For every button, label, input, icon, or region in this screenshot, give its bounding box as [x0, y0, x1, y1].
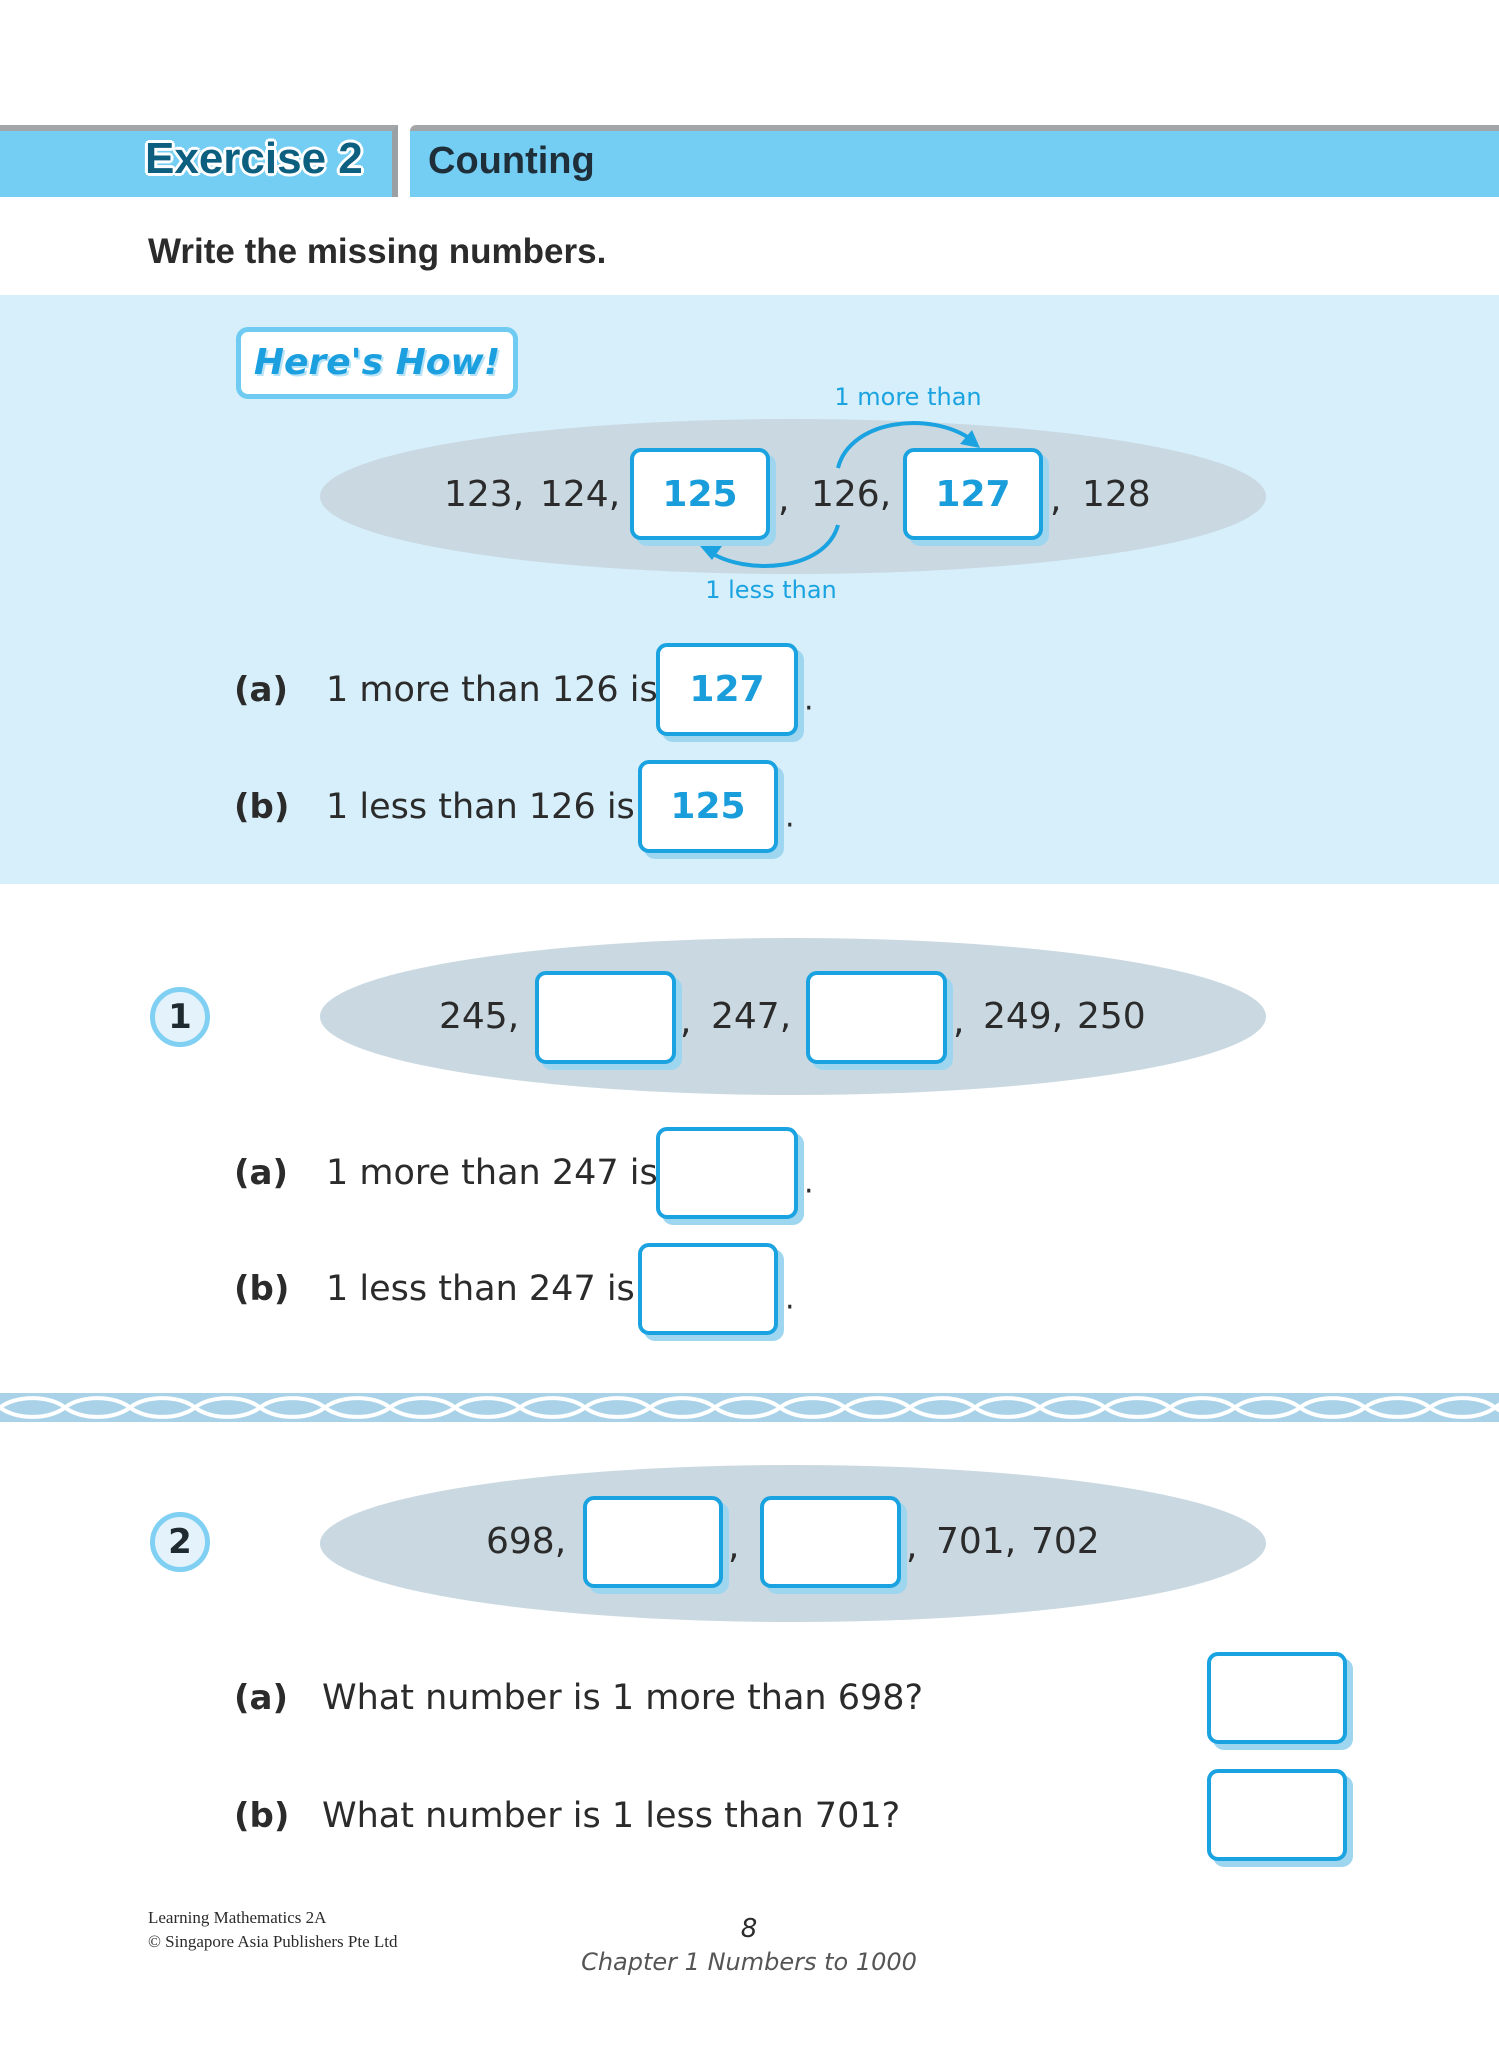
- arrows-icon: [700, 421, 980, 568]
- topic-title: Counting: [428, 140, 595, 182]
- example-answer-box: 127: [903, 448, 1043, 540]
- q1-b-answer-box[interactable]: [638, 1243, 778, 1335]
- heres-how-label: Here's How!: [253, 342, 501, 383]
- q1-blank-box-2[interactable]: [806, 971, 947, 1064]
- period: .: [785, 799, 795, 835]
- question-2-number: 2: [150, 1512, 210, 1572]
- part-a-label: (a): [234, 1153, 289, 1193]
- sequence-comma: ,: [728, 1526, 740, 1567]
- q2-a-answer-box[interactable]: [1207, 1652, 1347, 1744]
- exercise-header-tab: [0, 125, 398, 197]
- example-b-answer-box: 125: [638, 760, 778, 853]
- footer-book-title: Learning Mathematics 2A: [148, 1908, 327, 1927]
- q1-a-answer-box[interactable]: [656, 1127, 798, 1219]
- sequence-number: 128: [1082, 474, 1151, 515]
- sequence-number: 702: [1031, 1521, 1100, 1562]
- q2-blank-box-1[interactable]: [583, 1496, 723, 1588]
- heres-how-badge: [236, 327, 518, 399]
- period: .: [804, 1165, 814, 1201]
- part-b-text: 1 less than 247 is: [326, 1269, 635, 1309]
- arrow-right-icon: [960, 430, 980, 448]
- example-answer-box: 125: [630, 448, 770, 540]
- sequence-number: 245,: [439, 996, 520, 1037]
- sequence-number: 126,: [811, 474, 892, 515]
- sequence-number: 250: [1077, 996, 1146, 1037]
- instruction-text: Write the missing numbers.: [148, 232, 607, 271]
- period: .: [804, 682, 814, 718]
- sequence-comma: ,: [778, 479, 790, 520]
- q2-b-answer-box[interactable]: [1207, 1769, 1347, 1861]
- sequence-number: 701,: [936, 1521, 1017, 1562]
- part-b-label: (b): [234, 1796, 290, 1836]
- period: .: [785, 1281, 795, 1317]
- topic-header-band: [410, 125, 1499, 197]
- example-sequence-ellipse: [320, 419, 1266, 574]
- exercise-title: Exercise 2: [145, 134, 363, 183]
- q2-blank-box-2[interactable]: [760, 1496, 901, 1588]
- sequence-number: 698,: [486, 1521, 567, 1562]
- footer-copyright: © Singapore Asia Publishers Pte Ltd: [148, 1932, 398, 1951]
- arrow-label-less: 1 less than: [705, 576, 837, 604]
- example-a-answer-box: 127: [656, 643, 798, 736]
- chapter-title: Chapter 1 Numbers to 1000: [581, 1948, 917, 1976]
- sequence-comma: ,: [906, 1526, 918, 1567]
- arrow-left-icon: [700, 546, 722, 560]
- q1-blank-box-1[interactable]: [535, 971, 676, 1064]
- q1-sequence-ellipse: [320, 938, 1266, 1095]
- part-a-text: 1 more than 126 is: [326, 670, 658, 710]
- sequence-number: 124,: [540, 474, 621, 515]
- sequence-comma: ,: [680, 1001, 692, 1042]
- sequence-number: 123,: [444, 474, 525, 515]
- part-b-question: What number is 1 less than 701?: [322, 1796, 901, 1836]
- sequence-comma: ,: [1050, 479, 1062, 520]
- sequence-number: 247,: [711, 996, 792, 1037]
- page-number: 8: [740, 1914, 758, 1944]
- part-a-label: (a): [234, 1678, 289, 1718]
- part-b-label: (b): [234, 1269, 290, 1309]
- sequence-comma: ,: [953, 1001, 965, 1042]
- part-b-text: 1 less than 126 is: [326, 787, 635, 827]
- decorative-divider: [0, 1393, 1499, 1422]
- part-b-label: (b): [234, 787, 290, 827]
- sequence-number: 249,: [983, 996, 1064, 1037]
- part-a-text: 1 more than 247 is: [326, 1153, 658, 1193]
- question-1-number: 1: [150, 987, 210, 1047]
- part-a-label: (a): [234, 670, 289, 710]
- arrow-label-more: 1 more than: [834, 383, 982, 411]
- part-a-question: What number is 1 more than 698?: [322, 1678, 924, 1718]
